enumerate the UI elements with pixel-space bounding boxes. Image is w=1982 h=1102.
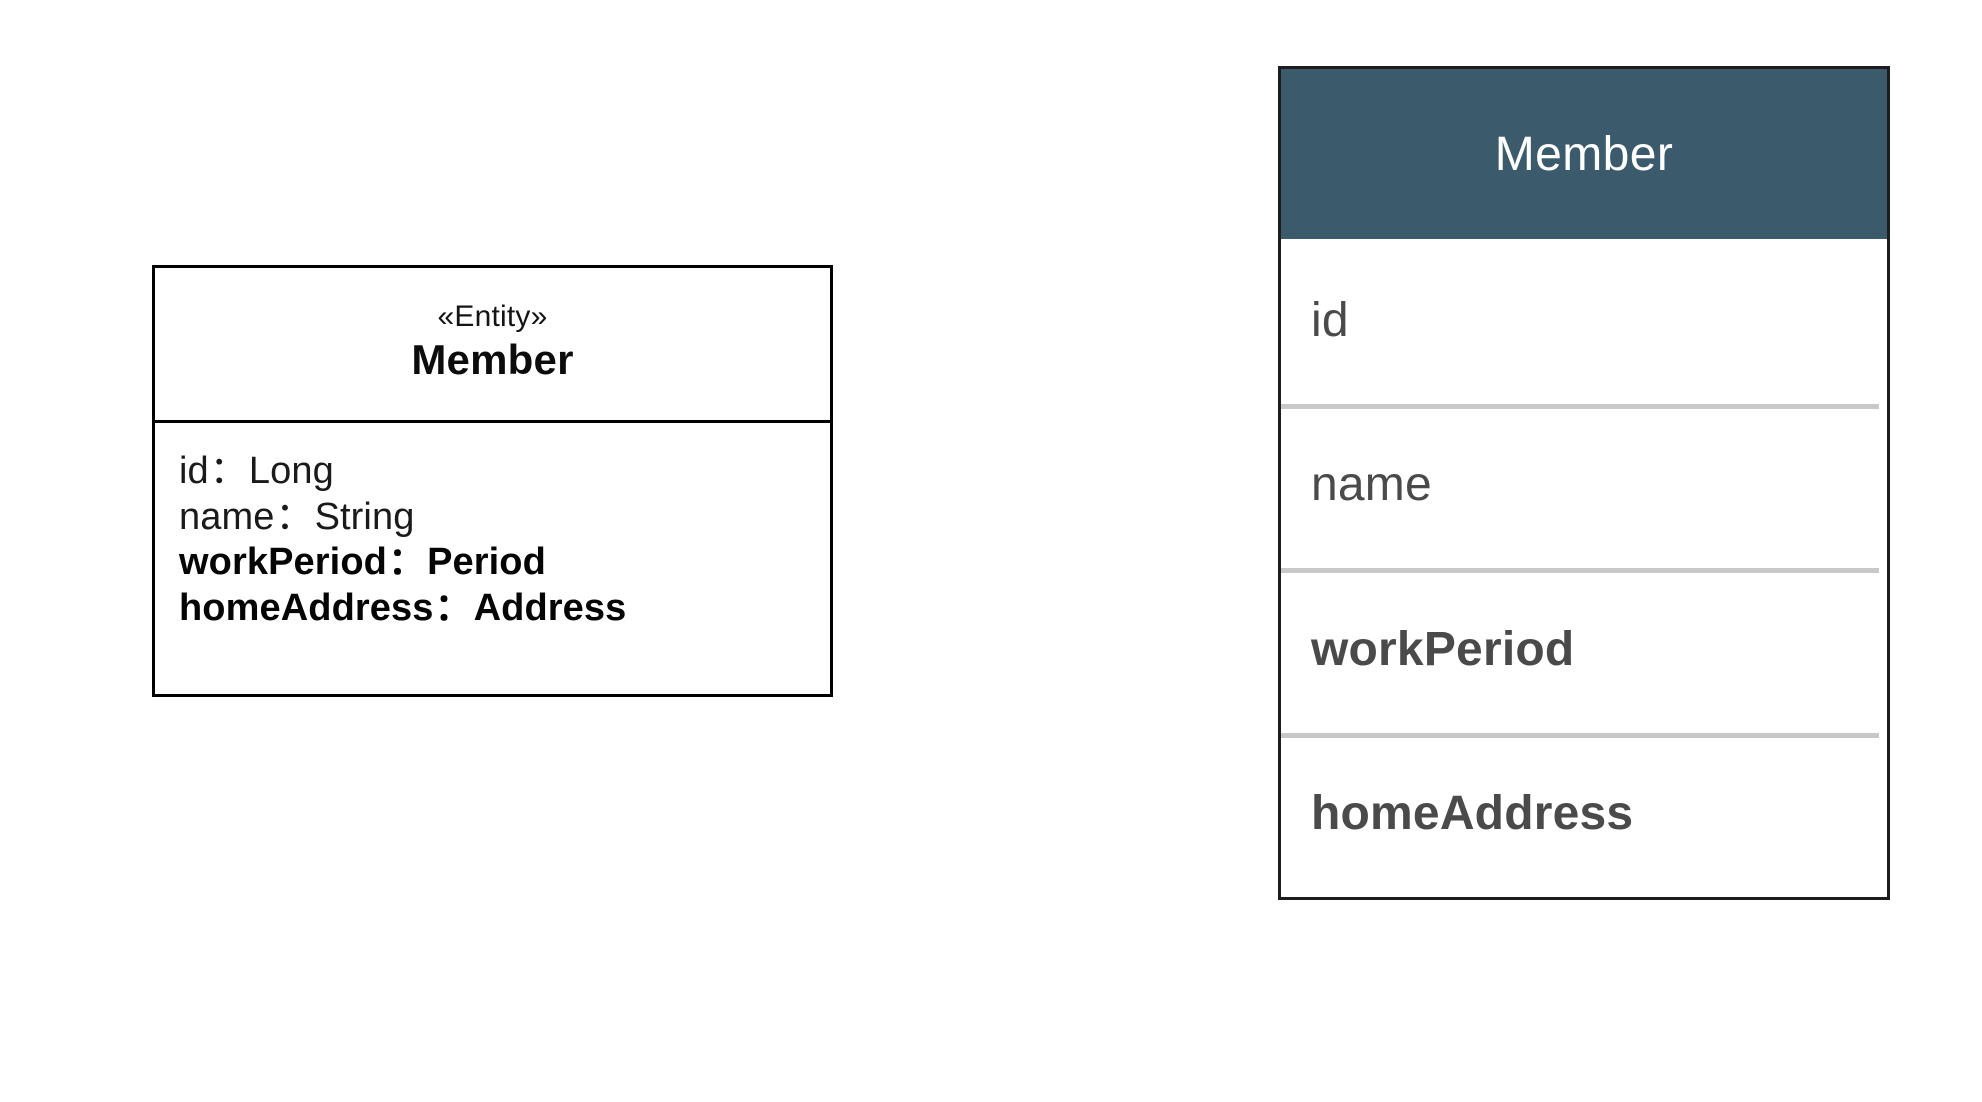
uml-class-name-label: Member — [411, 335, 574, 383]
uml-attribute-separator: ： — [387, 541, 427, 584]
db-column-name: homeAddress — [1311, 787, 1634, 841]
uml-attribute-name: workPeriod — [179, 541, 387, 584]
uml-attribute-name: homeAddress — [179, 586, 434, 629]
db-column-name: workPeriod — [1311, 622, 1575, 676]
uml-attribute-type: Period — [427, 541, 546, 584]
db-table-row[interactable]: id — [1281, 239, 1887, 404]
db-column-name: name — [1311, 458, 1432, 512]
uml-attribute: workPeriod：Period — [179, 540, 830, 586]
uml-attribute-type: Address — [473, 586, 627, 629]
db-column-name: id — [1311, 293, 1349, 347]
uml-stereotype-label: «Entity» — [437, 300, 548, 334]
uml-attribute-name: name — [179, 495, 275, 538]
db-table-header: Member — [1281, 69, 1887, 239]
uml-class-header-compartment: «Entity» Member — [155, 268, 830, 423]
db-table-row[interactable]: name — [1281, 403, 1887, 569]
uml-attribute-separator: ： — [209, 450, 248, 492]
uml-attribute-separator: ： — [434, 586, 473, 629]
uml-attribute-name: id — [179, 450, 209, 492]
db-table-row[interactable]: homeAddress — [1281, 732, 1887, 898]
uml-attribute-separator: ： — [275, 495, 314, 538]
uml-attribute-type: Long — [248, 450, 334, 492]
uml-attribute: homeAddress：Address — [179, 586, 830, 632]
db-table-body: id name workPeriod homeAddress — [1281, 239, 1887, 897]
uml-attribute: name：String — [179, 495, 830, 541]
db-table-title: Member — [1494, 127, 1674, 181]
db-table-row[interactable]: workPeriod — [1281, 568, 1887, 733]
db-table: Member id name workPeriod homeAddress — [1278, 66, 1890, 900]
uml-attribute: id：Long — [179, 449, 830, 495]
uml-attribute-type: String — [314, 495, 415, 538]
